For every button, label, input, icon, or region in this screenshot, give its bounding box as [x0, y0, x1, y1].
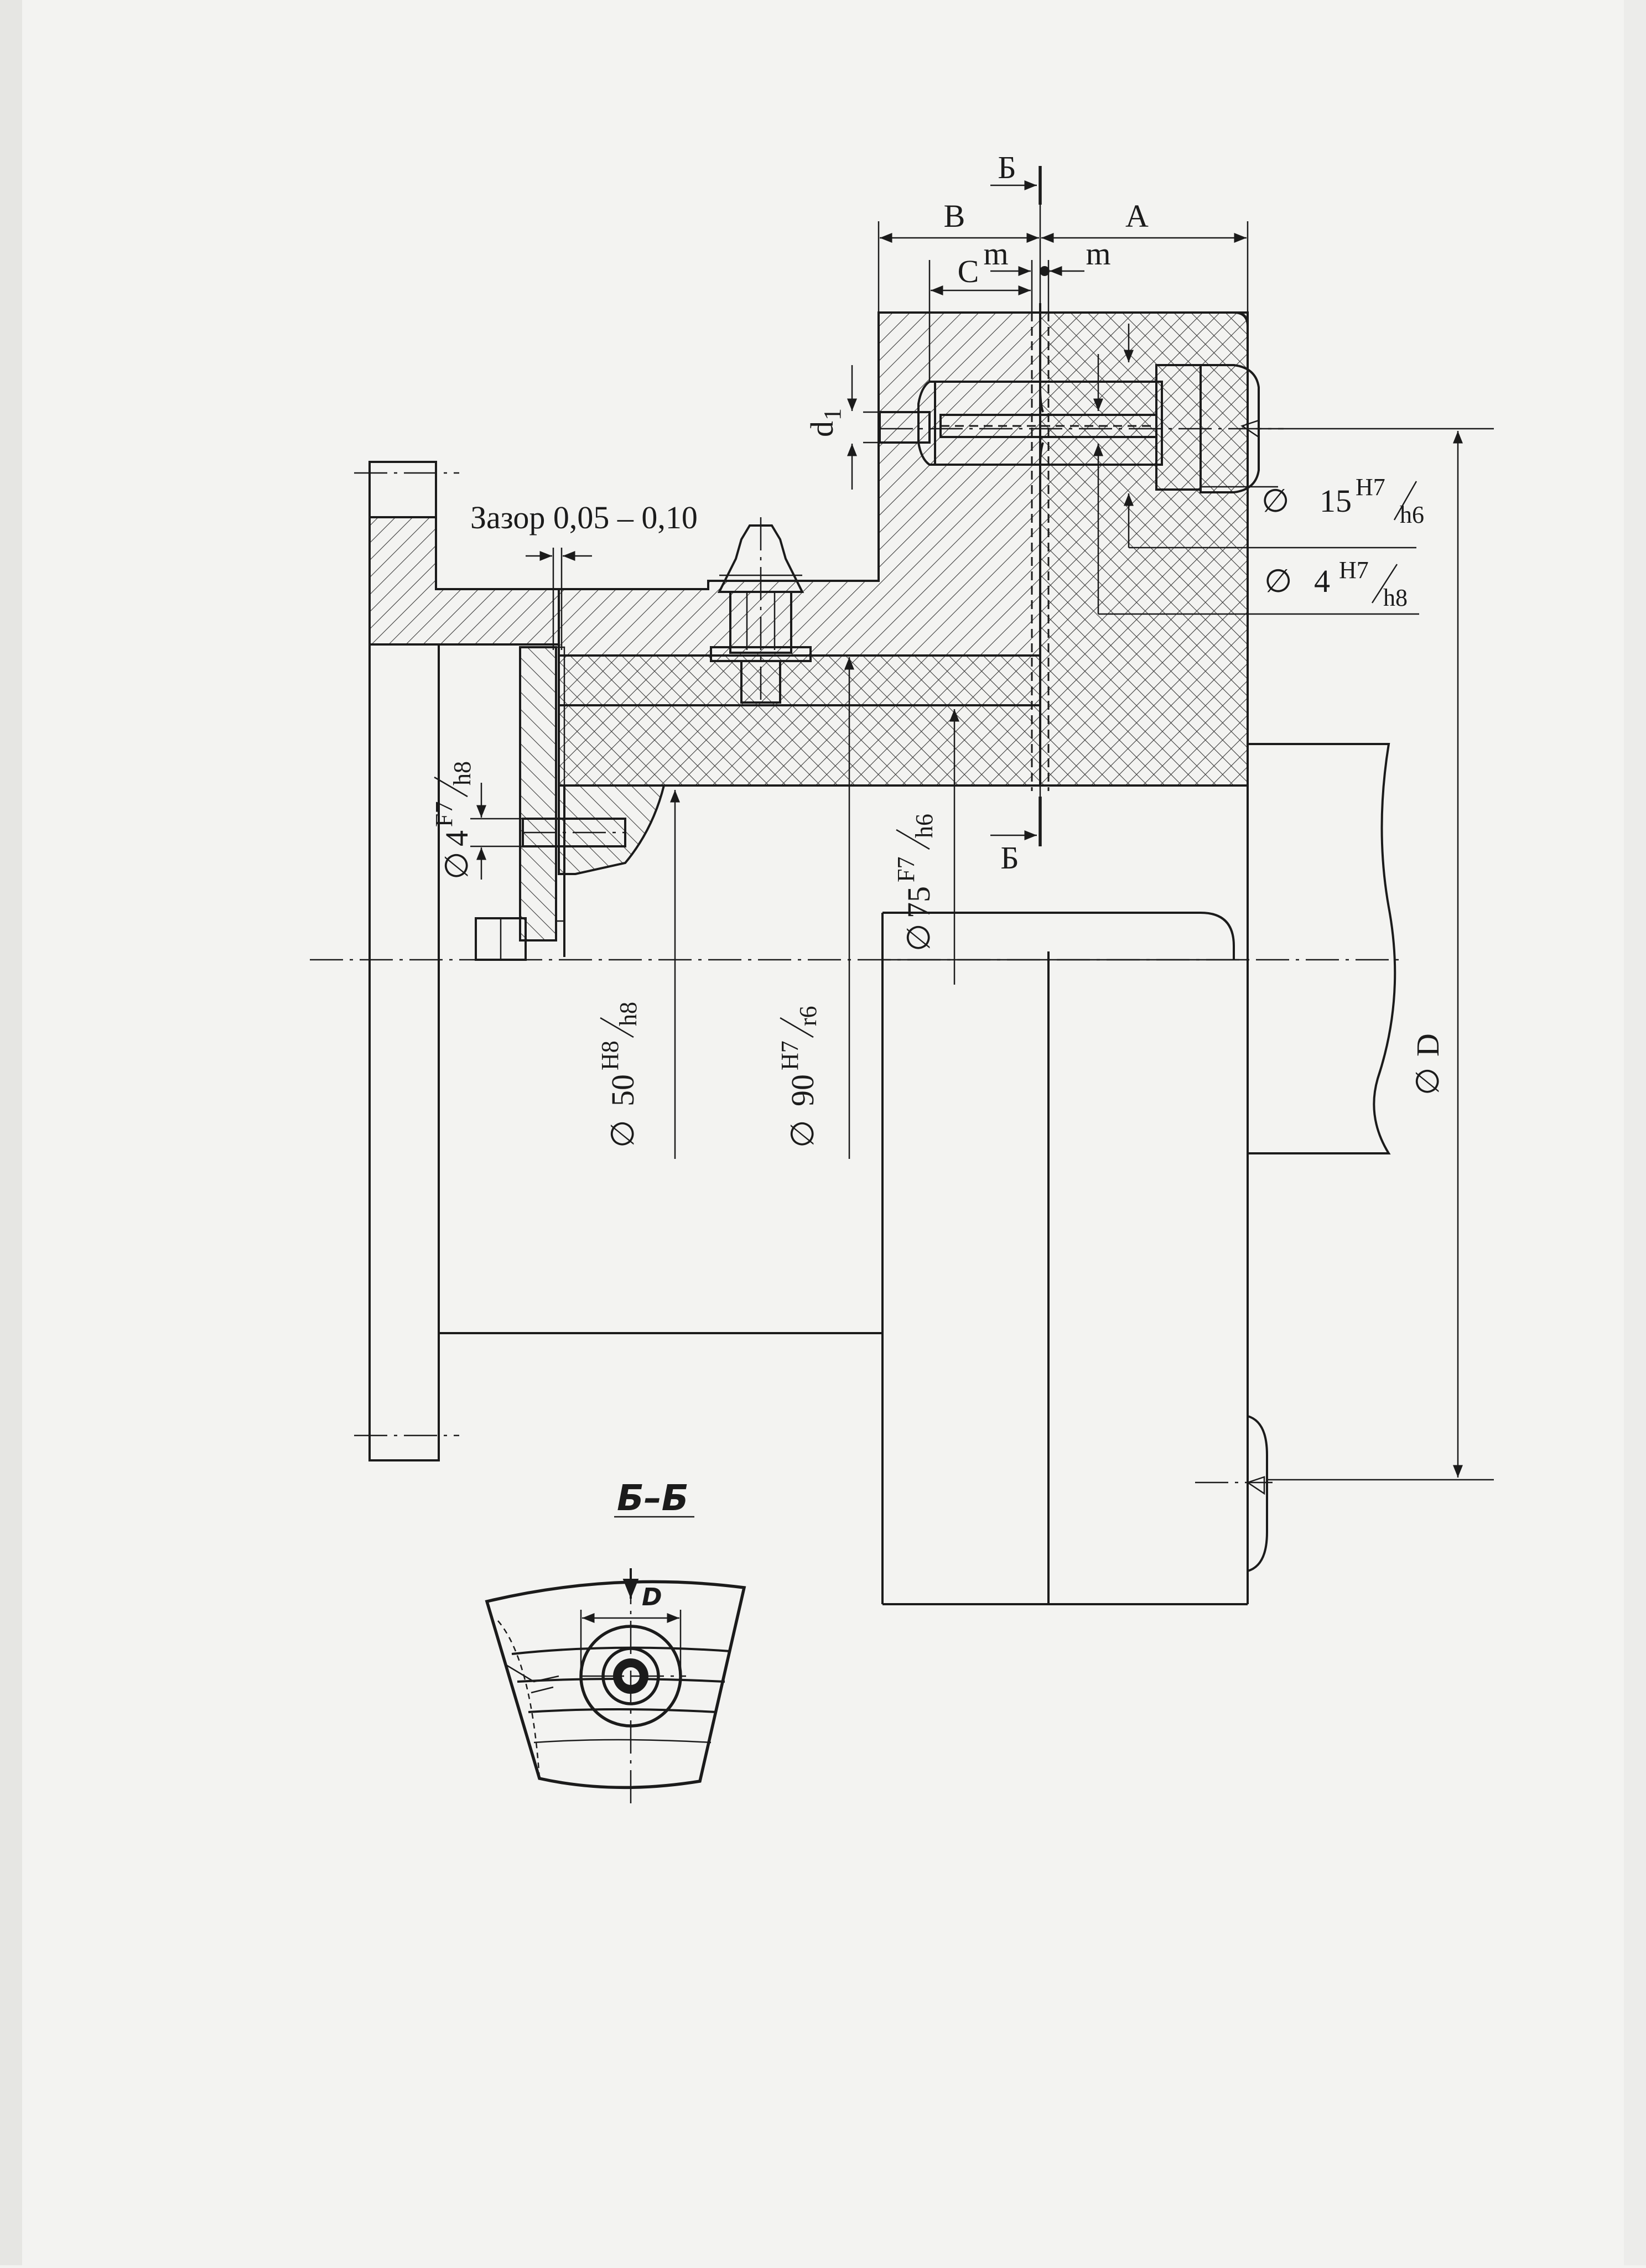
- diam-4a-symbol: ∅: [1264, 563, 1292, 599]
- dim-d15-upper: H7: [1356, 474, 1385, 501]
- dim-d75-upper: F7: [892, 857, 920, 882]
- section-mark-top: Б: [998, 149, 1016, 185]
- dim-d90-upper: H7: [776, 1041, 803, 1070]
- dim-d15-lower: h6: [1400, 501, 1424, 528]
- dim-m-right: m: [1086, 236, 1110, 272]
- diam-4b-symbol: ∅: [439, 851, 475, 880]
- dim-d4a-upper: H7: [1339, 556, 1369, 584]
- dim-d4b-upper: F7: [430, 802, 458, 827]
- dim-d50-base: 50: [605, 1074, 641, 1106]
- diam-50-symbol: ∅: [605, 1120, 641, 1148]
- dim-d4a-base: 4: [1314, 563, 1330, 599]
- dim-d90-base: 90: [785, 1074, 821, 1106]
- dim-d1: d: [804, 421, 840, 437]
- housing-section: [558, 311, 1249, 875]
- gap-label: Зазор 0,05 – 0,10: [470, 500, 698, 535]
- dim-A: A: [1125, 198, 1149, 234]
- dimensions: B A C m m Б Б d 1 Зазор 0,05 – 0,10: [430, 149, 1494, 1481]
- shear-pin-assembly: [879, 303, 1284, 493]
- section-detail: Б–Б D: [485, 1478, 746, 1809]
- dim-d90-lower: r6: [795, 1006, 822, 1026]
- dim-C: C: [958, 253, 979, 289]
- dim-D: D: [1410, 1033, 1446, 1057]
- diam-15-symbol: ∅: [1261, 483, 1290, 519]
- grease-nipple: [710, 517, 812, 705]
- dim-d1-sub: 1: [819, 408, 846, 420]
- dim-d50-lower: h8: [615, 1002, 642, 1026]
- dim-d4b-base: 4: [439, 830, 475, 846]
- dim-d75-lower: h6: [911, 814, 938, 838]
- right-hub-body: [881, 743, 1396, 1605]
- section-title: Б–Б: [617, 1478, 689, 1519]
- thrust-washer: [475, 646, 626, 961]
- dim-d4a-lower: h8: [1383, 584, 1408, 611]
- dim-d4b-lower: h8: [449, 761, 476, 786]
- dim-d15-base: 15: [1320, 483, 1352, 519]
- diam-D-symbol: ∅: [1410, 1067, 1446, 1095]
- left-flange: [354, 461, 882, 1461]
- dim-m-left: m: [983, 236, 1008, 272]
- section-detail-dim-D: D: [642, 1583, 662, 1611]
- diam-75-symbol: ∅: [901, 923, 937, 951]
- dim-d50-upper: H8: [596, 1041, 624, 1070]
- dim-d75-base: 75: [901, 886, 937, 918]
- diam-90-symbol: ∅: [785, 1120, 821, 1148]
- dim-B: B: [944, 198, 965, 234]
- section-mark-bottom: Б: [1000, 840, 1019, 876]
